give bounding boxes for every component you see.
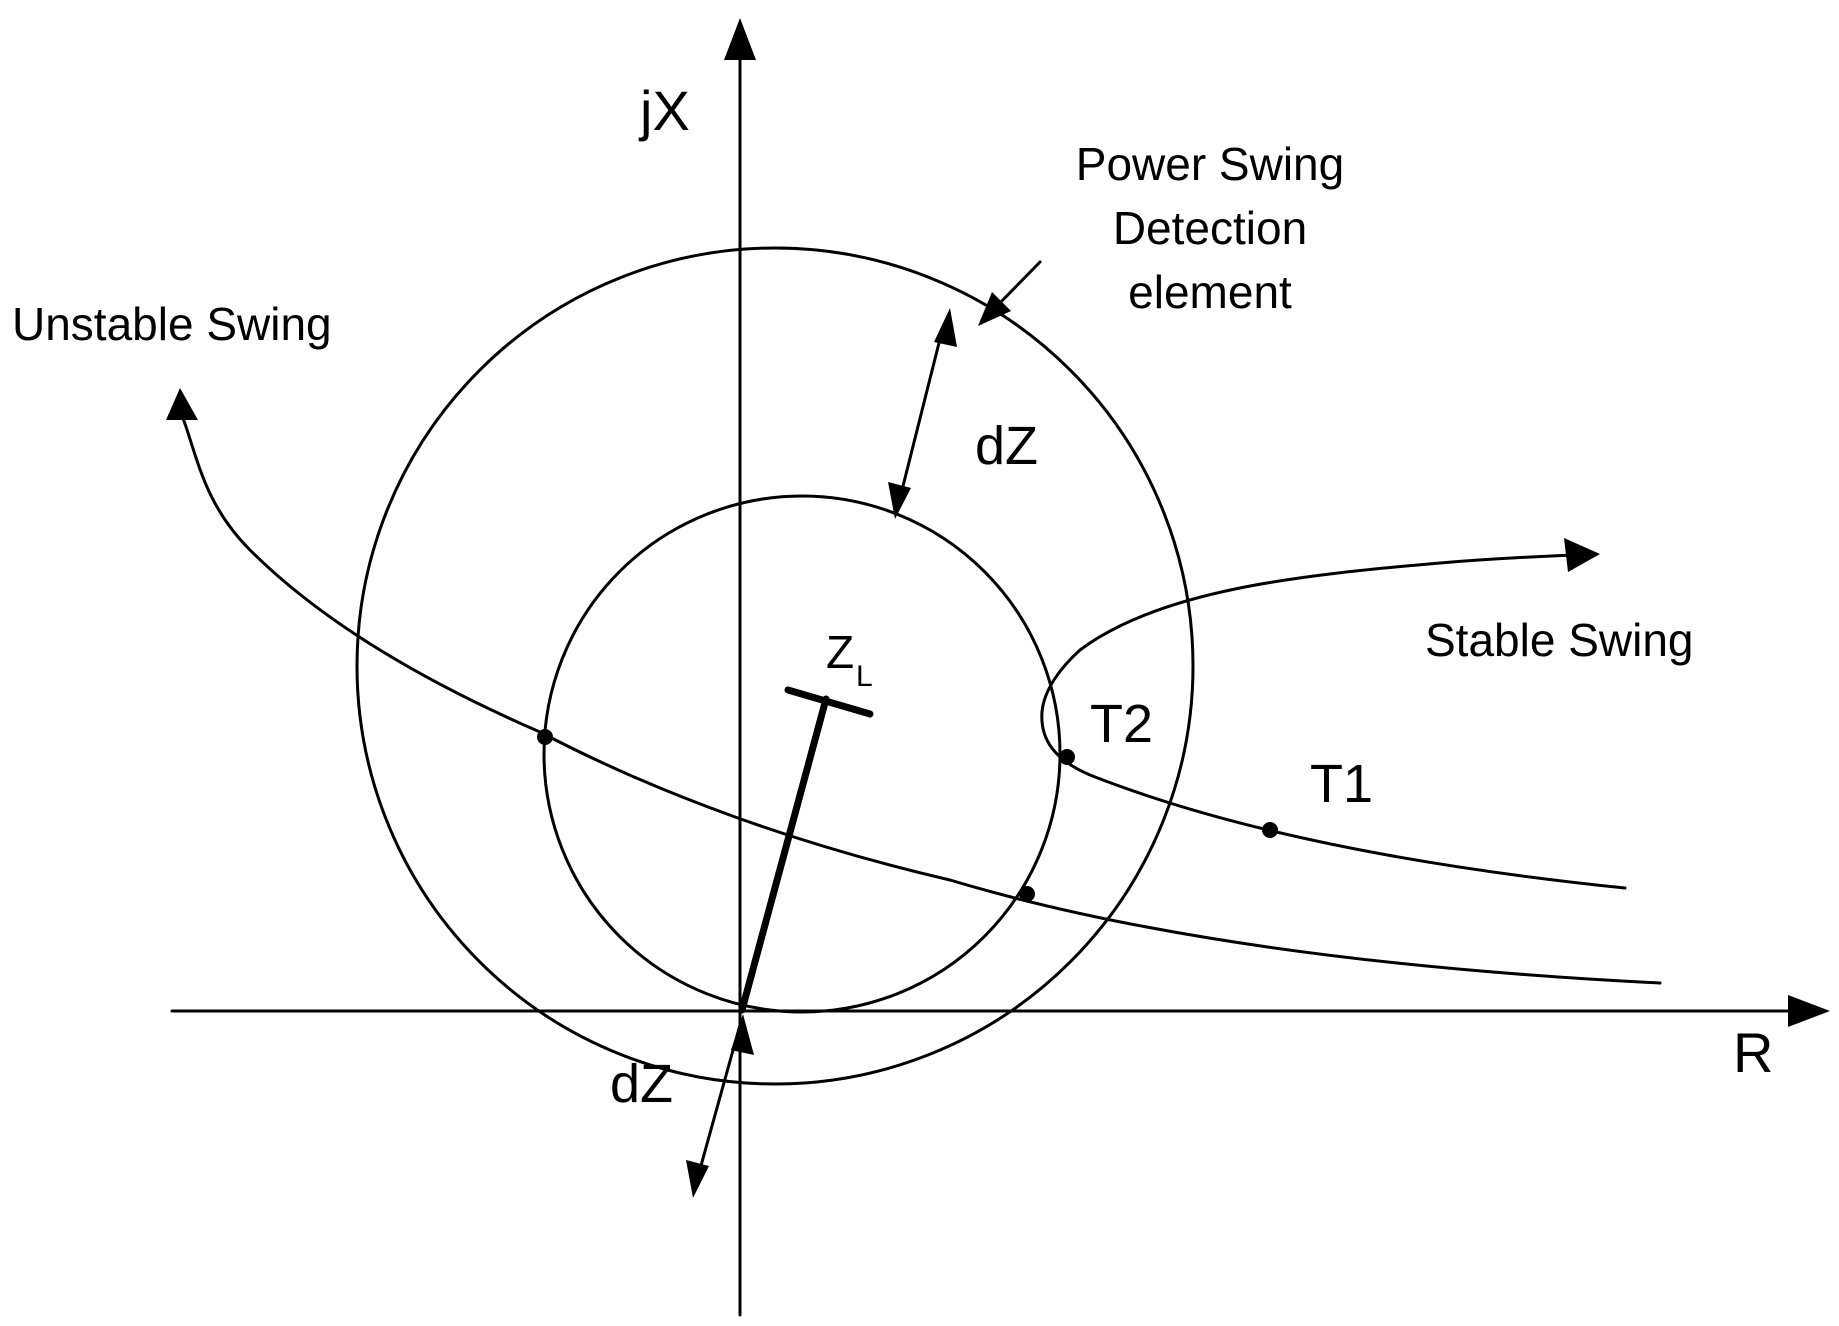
detection-label-line3: element — [1128, 266, 1292, 318]
jx-axis-arrowhead — [724, 18, 756, 60]
unstable-outer-crossing-dot — [537, 729, 553, 745]
inner-circle — [542, 494, 1062, 1014]
r-axis-label: R — [1733, 1021, 1773, 1084]
dz-lower-arrowhead-top — [731, 1014, 754, 1055]
t2-dot — [1059, 749, 1075, 765]
detection-label-line1: Power Swing — [1076, 138, 1344, 190]
r-axis-arrowhead — [1788, 995, 1830, 1027]
zl-impedance-line — [738, 695, 830, 1014]
unstable-inner-crossing-dot — [1019, 886, 1035, 902]
unstable-swing-path — [181, 416, 1662, 985]
detection-pointer-arrowhead — [978, 292, 1011, 326]
unstable-swing-label: Unstable Swing — [12, 298, 332, 350]
stable-swing-label: Stable Swing — [1425, 614, 1694, 666]
dz-lower-arrowhead-bottom — [686, 1160, 709, 1198]
dz-upper-label: dZ — [975, 416, 1038, 476]
dz-lower-label: dZ — [610, 1054, 673, 1114]
t2-label: T2 — [1090, 694, 1153, 754]
zl-label: Z — [826, 626, 854, 678]
dz-upper-arrowhead-top — [934, 308, 957, 347]
dz-upper-arrowhead-bottom — [888, 482, 911, 519]
jx-axis-label: jX — [638, 79, 690, 142]
dz-lower-arrow — [695, 1023, 742, 1182]
detection-label-line2: Detection — [1113, 202, 1307, 254]
stable-swing-path — [1040, 553, 1627, 890]
stable-swing-arrowhead — [1564, 538, 1600, 572]
zl-subscript: L — [856, 660, 873, 693]
unstable-swing-arrowhead — [166, 388, 198, 420]
zl-end-bar — [784, 686, 874, 718]
dz-upper-arrow — [897, 325, 945, 504]
outer-circle — [355, 246, 1195, 1086]
t1-label: T1 — [1310, 754, 1373, 814]
t1-dot — [1262, 822, 1278, 838]
